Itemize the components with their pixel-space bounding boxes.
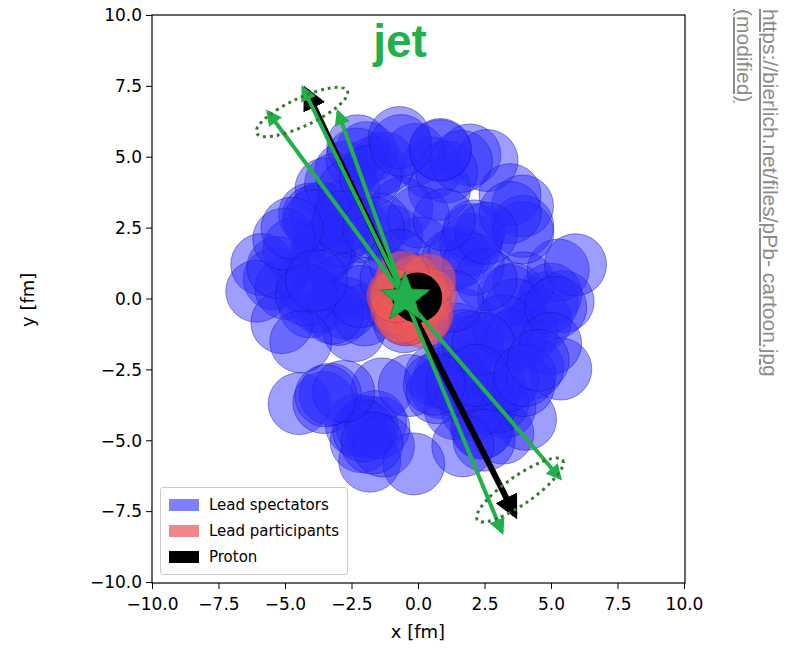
- axis-label: x [fm]: [391, 621, 445, 643]
- legend-swatch: [169, 499, 199, 511]
- y-tick-label: −10.0: [90, 572, 142, 592]
- y-tick-label: 7.5: [115, 76, 142, 96]
- legend-entry: Proton: [169, 544, 339, 570]
- lead-spectator: [432, 415, 494, 477]
- nucleon-cloud: [226, 107, 607, 495]
- jet-arrows: [251, 78, 571, 532]
- x-tick-label: −7.5: [198, 594, 239, 614]
- jet-label: jet: [373, 14, 427, 69]
- legend-swatch: [169, 525, 199, 537]
- x-tick-label: −5.0: [265, 594, 306, 614]
- y-tick-label: 10.0: [104, 5, 142, 25]
- collision-star: [380, 272, 429, 319]
- lead-spectator: [409, 119, 471, 181]
- x-tick-label: −2.5: [331, 594, 372, 614]
- x-tick-label: 0.0: [405, 594, 432, 614]
- y-tick-label: −2.5: [101, 360, 142, 380]
- legend-text: Proton: [209, 548, 257, 566]
- lead-spectator: [286, 249, 348, 311]
- x-tick-label: 5.0: [538, 594, 565, 614]
- x-tick-label: −10.0: [126, 594, 178, 614]
- tick-marks: [146, 16, 685, 590]
- legend-entry: Lead participants: [169, 518, 339, 544]
- axis-label: y [fm]: [17, 273, 39, 327]
- legend-text: Lead spectators: [209, 496, 329, 514]
- lead-spectator: [413, 189, 475, 251]
- lead-spectator: [295, 365, 357, 427]
- y-tick-label: −5.0: [101, 431, 142, 451]
- y-tick-label: 0.0: [115, 289, 142, 309]
- legend-box: Lead spectatorsLead participantsProton: [160, 487, 348, 575]
- x-tick-label: 10.0: [666, 594, 704, 614]
- x-tick-label: 7.5: [604, 594, 631, 614]
- y-tick-label: −7.5: [101, 501, 142, 521]
- lead-spectator: [403, 353, 465, 415]
- legend-text: Lead participants: [209, 522, 339, 540]
- source-url: https://bierlich.net/files/pPb- cartoon.…: [731, 9, 783, 381]
- legend-swatch: [169, 551, 199, 563]
- y-tick-label: 5.0: [115, 147, 142, 167]
- x-tick-label: 2.5: [471, 594, 498, 614]
- y-tick-label: 2.5: [115, 218, 142, 238]
- axes-frame: [152, 15, 685, 583]
- lead-spectator: [507, 329, 569, 391]
- legend-entry: Lead spectators: [169, 492, 339, 518]
- lead-spectator: [270, 311, 332, 373]
